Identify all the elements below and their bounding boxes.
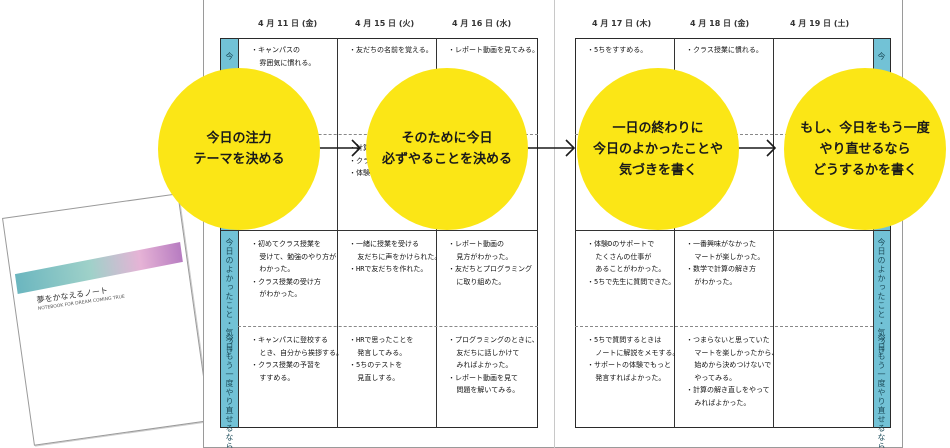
sidebar-label-redo-right: 今日もう一度やり直せるなら <box>877 334 886 448</box>
step-circle-2: そのために今日必ずやることを決める <box>366 68 528 230</box>
sidebar-label-focus-right: 今 <box>877 52 886 61</box>
cell-r-redo-1: ・5ちで質問するときは ノートに解説をメモする。・サポートの体験でもっと 発言す… <box>587 336 680 382</box>
cell-l-good-1: ・初めてクラス授業を 受けて、勉強のやり方が わかった。・クラス授業の受け方 が… <box>251 240 337 298</box>
cell-l-focus-2: ・友だちの名前を覚える。 <box>349 46 433 54</box>
cell-l-focus-3: ・レポート動画を見てみる。 <box>448 46 539 54</box>
sidebar-label-redo: 今日もう一度やり直せるなら <box>225 334 234 448</box>
cell-l-redo-2: ・HRで思ったことを 発言してみる。・5ちのテストを 見直しする。 <box>349 336 414 382</box>
cell-l-good-2: ・一緒に授業を受ける 友だちに声をかけられた。・HRで友だちを作れた。 <box>349 240 442 273</box>
step-circle-3: 一日の終わりに今日のよかったことや気づきを書く <box>577 68 739 230</box>
cell-l-good-3: ・レポート動画の 見方がわかった。・友だちとプログラミング に取り組めた。 <box>448 240 532 286</box>
cell-r-good-1: ・体験Dのサポートで たくさんの仕事が あることがわかった。・5ちで先生に質問で… <box>587 240 676 286</box>
step-circle-1: 今日の注力テーマを決める <box>158 68 320 230</box>
spread-fold <box>554 0 555 448</box>
sidebar-label-focus: 今 <box>225 52 234 61</box>
date-header-6: 4 月 19 日 (土) <box>790 19 850 28</box>
cell-r-focus-2: ・クラス授業に慣れる。 <box>686 46 763 54</box>
cell-l-focus-1: ・キャンパスの 雰囲気に慣れる。 <box>251 46 316 67</box>
sidebar-label-good-right: 今日のよかったこと・気づき <box>877 238 886 355</box>
cell-r-redo-2: ・つまらないと思っていた マートを楽しかったから、 始めから決めつけないで やっ… <box>686 336 779 407</box>
date-header-3: 4 月 16 日 (水) <box>452 19 512 28</box>
date-header-2: 4 月 15 日 (火) <box>355 19 415 28</box>
cell-l-redo-3: ・プログラミングのときに、 友だちに話しかけて みればよかった。・レポート動画を… <box>448 336 539 394</box>
cell-r-good-2: ・一番興味がなかった マートが楽しかった。・数学で計算の解き方 がわかった。 <box>686 240 765 286</box>
cell-l-redo-1: ・キャンパスに登校する とき、自分から挨拶する。・クラス授業の予習を すすめる。 <box>251 336 343 382</box>
step-circle-4: もし、今日をもう一度やり直せるならどうするかを書く <box>784 68 946 230</box>
date-header-4: 4 月 17 日 (木) <box>592 19 652 28</box>
sidebar-label-good: 今日のよかったこと・気づき <box>225 238 234 355</box>
date-header-5: 4 月 18 日 (金) <box>690 19 750 28</box>
cell-r-focus-1: ・5ちをすすめる。 <box>587 46 648 54</box>
date-header-1: 4 月 11 日 (金) <box>258 19 318 28</box>
